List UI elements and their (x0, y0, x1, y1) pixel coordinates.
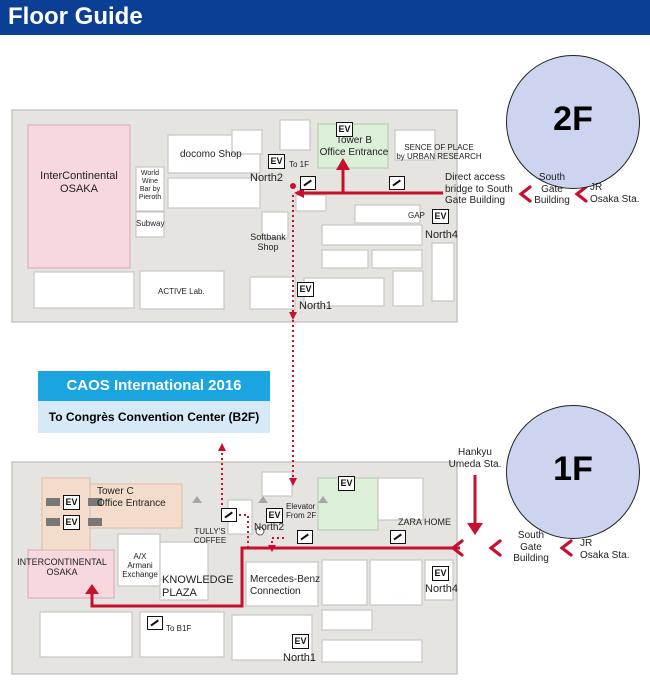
elevator-north1-1f-icon: EV (292, 634, 309, 649)
dotted-route (221, 195, 294, 548)
label-ax: A/X Armani Exchange (122, 552, 158, 580)
elevator-tower-b-icon: EV (336, 122, 353, 137)
label-sence-of-place: SENCE OF PLACE by URBAN RESEARCH (396, 143, 482, 162)
label-tower-b: Tower B Office Entrance (319, 135, 389, 158)
elevator-north1-2f-icon: EV (297, 282, 314, 297)
escalator-zara-icon (390, 530, 406, 544)
label-north4-1f: North4 (425, 583, 459, 595)
label-south-gate-1f: South Gate Building (513, 530, 549, 564)
label-to-1f: To 1F (289, 160, 310, 169)
route-2f (300, 165, 443, 195)
label-south-gate-2f: South Gate Building (534, 172, 570, 206)
label-subway: Subway (136, 219, 165, 228)
label-gap: GAP (408, 211, 425, 220)
tower-b-office-block (317, 123, 389, 169)
label-north2-2f: North2 (250, 172, 284, 184)
label-north4-2f: North4 (425, 229, 459, 241)
floor-2f-badge: 2F (506, 55, 640, 189)
elevator-north4-1f-icon: EV (432, 566, 449, 581)
label-north1-2f: North1 (299, 300, 333, 312)
elevator-1f-green-icon: EV (338, 476, 355, 491)
elevator-tower-c-a-icon: EV (63, 495, 80, 510)
route-1f (90, 475, 477, 608)
elevator-north4-2f-icon: EV (432, 209, 449, 224)
label-softbank: Softbank Shop (250, 232, 286, 253)
event-title: CAOS International 2016 (38, 371, 270, 401)
floor-1f-plan (11, 461, 458, 675)
label-jr-2f: JR Osaka Sta. (590, 182, 640, 205)
label-world-wine-bar: World Wine Bar by Pieroth (138, 170, 162, 202)
escalator-2f-b-icon (389, 176, 405, 190)
label-intercontinental-2f: InterContinental OSAKA (40, 170, 118, 195)
elevator-north2-2f-icon: EV (268, 154, 285, 169)
label-jr-1f: JR Osaka Sta. (580, 538, 630, 561)
floor-1f-badge: 1F (506, 405, 640, 539)
elevator-north2-1f-icon: EV (266, 508, 283, 523)
label-elevator-from-2f: Elevator From 2F (286, 502, 317, 521)
label-tullys: TULLY'S COFFEE (193, 527, 227, 546)
chevrons-1f (450, 539, 573, 557)
chevrons-2f (518, 185, 588, 203)
label-intercontinental-1f: INTERCONTINENTAL OSAKA (17, 557, 107, 578)
floor-2f-plan (11, 109, 458, 323)
label-tower-c: Tower C Office Entrance (97, 486, 166, 509)
label-to-b1f: To B1F (166, 624, 192, 633)
event-subtitle: To Congrès Convention Center (B2F) (38, 401, 270, 433)
header-bar: Floor Guide (0, 0, 650, 35)
escalator-b1f-icon (147, 616, 163, 630)
label-active-lab: ACTIVE Lab. (158, 287, 205, 296)
label-docomo: docomo Shop (180, 149, 242, 160)
label-north1-1f: North1 (283, 652, 317, 664)
intercontinental-2f-block (27, 124, 131, 269)
label-hankyu: Hankyu Umeda Sta. (448, 447, 502, 470)
label-direct-access: Direct access bridge to South Gate Build… (445, 172, 513, 206)
label-north2-1f: North2 (254, 522, 285, 533)
escalator-north2-1f-icon (297, 530, 313, 544)
label-zara-home: ZARA HOME (398, 517, 452, 527)
escalator-2f-a-icon (300, 176, 316, 190)
label-mercedes: Mercedes-Benz Connection (250, 574, 321, 597)
page-title: Floor Guide (8, 3, 143, 30)
label-knowledge-plaza: KNOWLEDGE PLAZA (162, 574, 234, 599)
elevator-tower-c-b-icon: EV (63, 515, 80, 530)
event-banner: CAOS International 2016 To Congrès Conve… (38, 371, 270, 433)
escalator-tullys-icon (221, 508, 237, 522)
